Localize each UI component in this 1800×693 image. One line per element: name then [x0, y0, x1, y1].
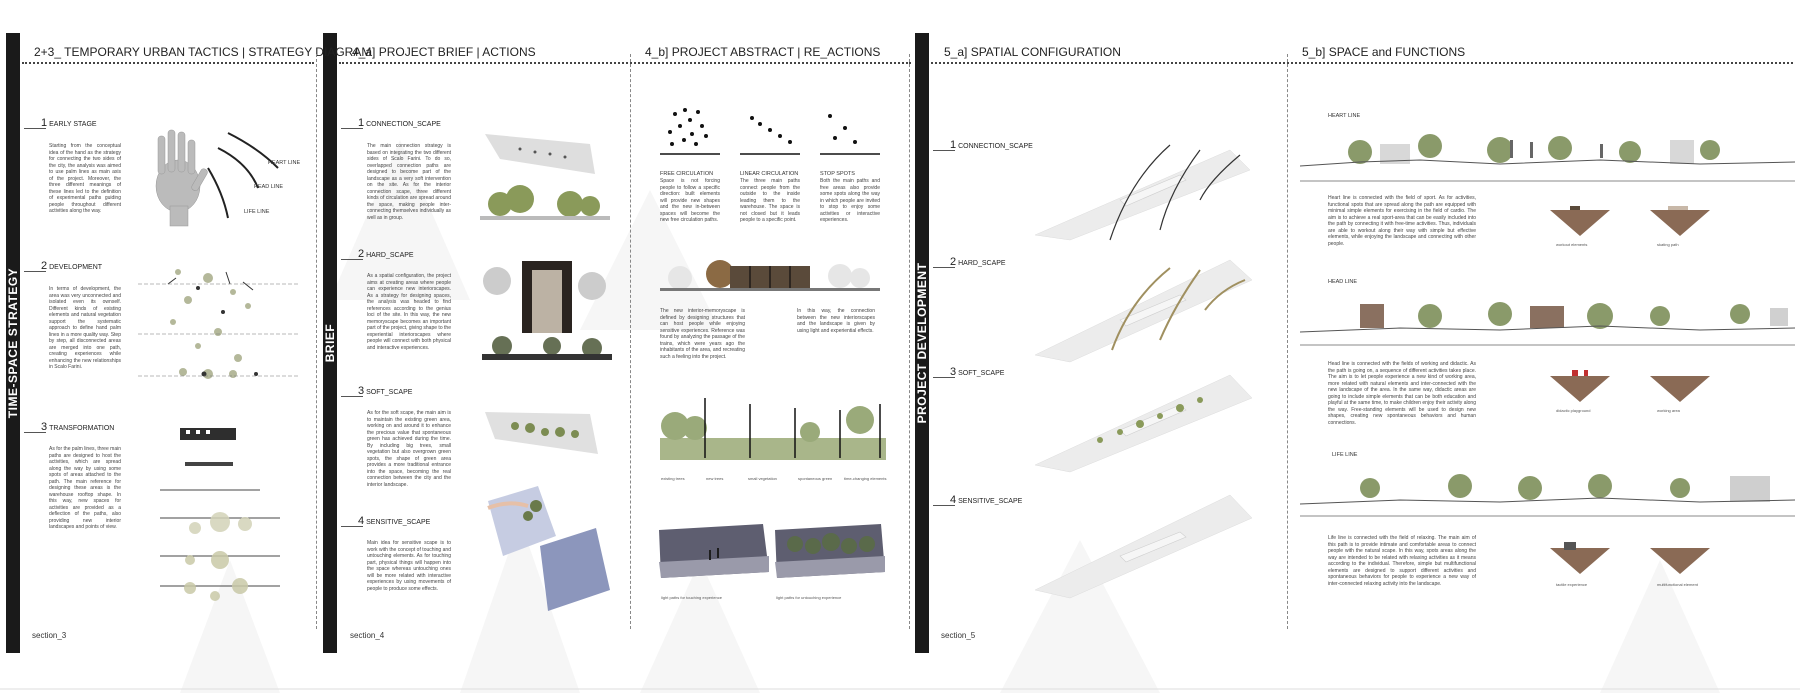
- panel-divider: [1287, 54, 1288, 629]
- section-3-label: section_3: [32, 631, 67, 640]
- life-line-section: [1300, 474, 1795, 517]
- soft-image: [485, 412, 598, 454]
- caption-working: working area: [1657, 408, 1680, 413]
- touching-path-image: [659, 524, 769, 578]
- head-line-label: HEAD LINE: [254, 184, 284, 190]
- side-bar-development: PROJECT DEVELOPMENT: [915, 33, 929, 653]
- caption-existing-trees: existing trees: [661, 476, 685, 481]
- heart-line-label: HEART LINE: [268, 160, 301, 166]
- life-line-spots: [1550, 542, 1710, 574]
- free-circulation-title: FREE CIRCULATION: [660, 171, 714, 177]
- head-line-title: HEAD LINE: [1328, 279, 1358, 285]
- stop-spots-text: Both the main paths and free areas also …: [820, 178, 880, 223]
- section-4-label: section_4: [350, 631, 385, 640]
- circulation-diagrams: [660, 108, 880, 155]
- memoryscape-text-right: In this way, the connection between the …: [797, 308, 875, 334]
- head-line-section: [1300, 302, 1795, 346]
- panel-divider: [630, 54, 631, 629]
- head-line-text: Head line is connected with the fields o…: [1328, 361, 1476, 426]
- caption-spontaneous-green: spontaneous green: [798, 476, 833, 481]
- development-diagram: [138, 269, 298, 379]
- stop-spots-title: STOP SPOTS: [820, 171, 855, 177]
- title-spatial: 5_a] SPATIAL CONFIGURATION: [944, 45, 1121, 59]
- life-line-label: LIFE LINE: [244, 209, 270, 215]
- life-line-text: Life line is connected with the field of…: [1328, 535, 1476, 587]
- hard-text: As a spatial configuration, the project …: [367, 273, 451, 351]
- caption-untouching: light paths for untouching experience: [776, 595, 842, 600]
- caption-skating: skating path: [1657, 242, 1679, 247]
- connection-text: The main connection strategy is based on…: [367, 143, 451, 221]
- title-rule: [22, 62, 314, 64]
- memoryscape-section: [660, 260, 880, 291]
- caption-touching: light paths for touching experience: [661, 595, 722, 600]
- section-5-label: section_5: [941, 631, 976, 640]
- hard-image: [482, 261, 612, 360]
- memoryscape-text-left: The new interior-memoryscape is defined …: [660, 308, 745, 360]
- head-line-spots: [1550, 370, 1710, 402]
- heart-line-section: [1300, 134, 1795, 182]
- caption-small-vegetation: small vegetation: [748, 476, 777, 481]
- vegetation-strip: [660, 398, 886, 460]
- caption-didactic: didactic playground: [1556, 408, 1591, 413]
- panel-divider: [316, 54, 317, 629]
- caption-new-trees: new trees: [706, 476, 724, 481]
- title-strategy: 2+3_ TEMPORARY URBAN TACTICS | STRATEGY …: [34, 45, 372, 59]
- transformation-text: As for the palm lines, three main paths …: [49, 446, 121, 530]
- side-bar-brief: BRIEF: [323, 33, 337, 653]
- linear-circulation-text: The three main paths connect people from…: [740, 178, 800, 223]
- panel-divider: [909, 54, 910, 629]
- caption-multifunctional: multifunctional element: [1657, 582, 1698, 587]
- title-brief-actions: 4_a] PROJECT BRIEF | ACTIONS: [352, 45, 536, 59]
- spatial-axonometric-stack: [1034, 144, 1253, 599]
- title-functions: 5_b] SPACE and FUNCTIONS: [1302, 45, 1466, 59]
- side-bar-time-space: TIME-SPACE STRATEGY: [6, 33, 20, 653]
- heart-line-title: HEART LINE: [1328, 113, 1361, 119]
- heart-line-text: Heart line is connected with the field o…: [1328, 195, 1476, 247]
- heart-line-spots: [1550, 206, 1710, 236]
- transformation-diagram: [160, 428, 280, 601]
- caption-workout: workout elements: [1556, 242, 1588, 247]
- title-rule: [931, 62, 1793, 64]
- caption-tactile: tactile experience: [1556, 582, 1588, 587]
- life-line-title: LIFE LINE: [1332, 452, 1358, 458]
- soft-text: As for the soft scape, the main aim is t…: [367, 410, 451, 488]
- caption-time-changing: time-changing elements: [844, 476, 887, 481]
- linear-circulation-title: LINEAR CIRCULATION: [740, 171, 799, 177]
- title-rule: [339, 62, 911, 64]
- sensitive-image: [487, 486, 610, 611]
- early-stage-text: Starting from the conceptual idea of the…: [49, 143, 121, 214]
- sensitive-text: Main idea for sensitive scape is to work…: [367, 540, 451, 592]
- free-circulation-text: Space is not forcing people to follow a …: [660, 178, 720, 223]
- development-text: In terms of development, the area was ve…: [49, 286, 121, 370]
- untouching-path-image: [775, 524, 885, 578]
- title-abstract: 4_b] PROJECT ABSTRACT | RE_ACTIONS: [645, 45, 881, 59]
- hand-diagram: [155, 129, 279, 227]
- connection-image: [480, 134, 610, 220]
